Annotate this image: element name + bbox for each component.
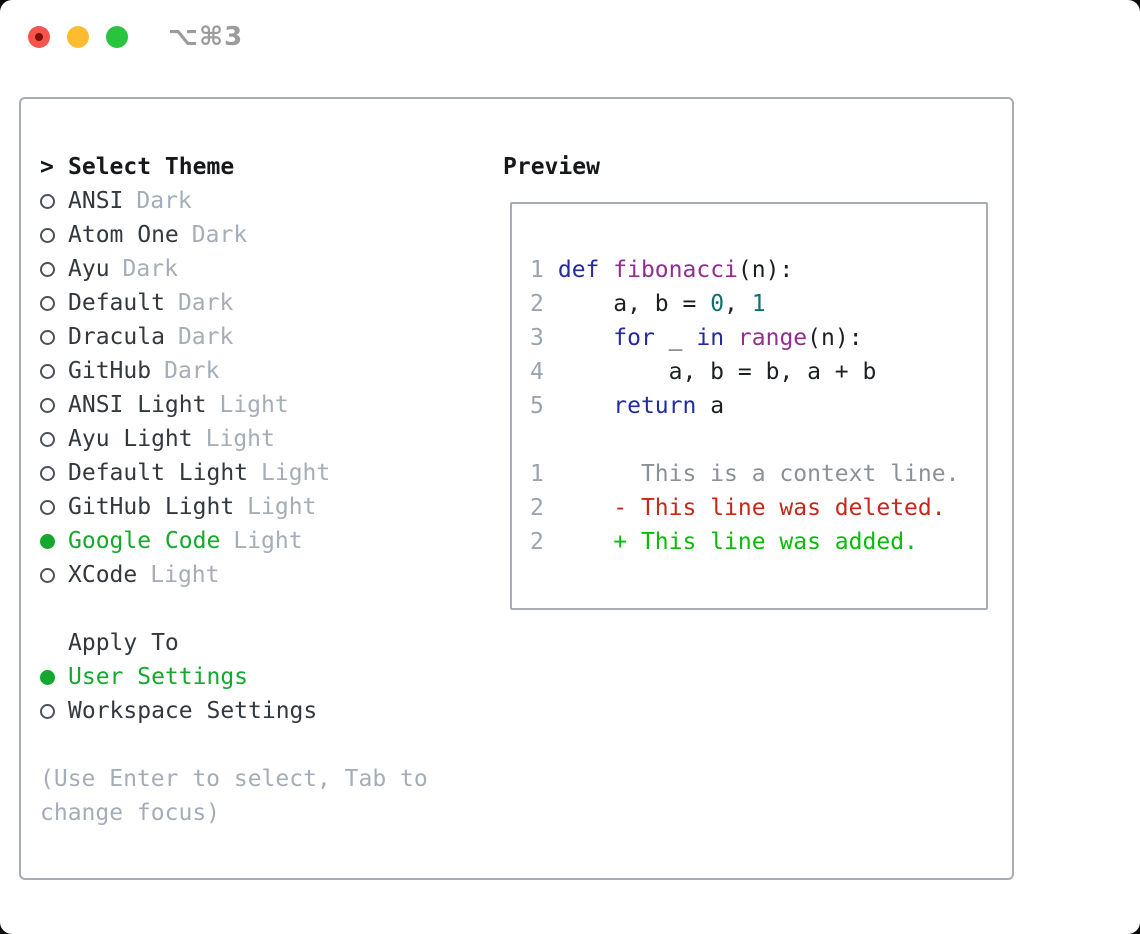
radio-circle-icon: [40, 329, 55, 345]
theme-item-atom-one[interactable]: Atom One Dark: [40, 218, 491, 252]
theme-item-ayu[interactable]: Ayu Dark: [40, 252, 491, 286]
apply-option-label: User Settings: [68, 664, 249, 690]
theme-name: GitHub Light: [68, 494, 235, 520]
code-line: 5 return a: [530, 393, 725, 419]
minimize-button[interactable]: [67, 26, 89, 48]
theme-variant: Dark: [164, 358, 220, 384]
code-line: 4 a, b = b, a + b: [530, 359, 877, 385]
theme-variant: Light: [247, 494, 317, 520]
theme-name: Default: [68, 290, 165, 316]
radio-circle-icon: [40, 465, 55, 481]
radio-selected-icon: [40, 669, 55, 685]
focus-caret-icon: >: [40, 154, 54, 180]
theme-variant: Light: [205, 426, 275, 452]
apply-option-label: Workspace Settings: [68, 698, 318, 724]
radio-circle-icon: [40, 431, 55, 447]
theme-item-ansi[interactable]: ANSI Dark: [40, 184, 491, 218]
theme-item-google-code[interactable]: Google Code Light: [40, 524, 491, 558]
radio-circle-icon: [40, 397, 55, 413]
diff-line-deleted: 2 - This line was deleted.: [530, 491, 968, 525]
apply-option-user-settings[interactable]: User Settings: [40, 660, 491, 694]
radio-circle-icon: [40, 261, 55, 277]
line-number: 2: [530, 529, 544, 555]
blank-line: [530, 423, 968, 457]
preview-title: Preview: [503, 154, 600, 180]
zoom-button[interactable]: [106, 26, 128, 48]
theme-name: Default Light: [68, 460, 249, 486]
radio-circle-icon: [40, 703, 55, 719]
theme-item-xcode[interactable]: XCode Light: [40, 558, 491, 592]
select-theme-title: Select Theme: [68, 154, 235, 180]
code-line: 2 a, b = 0, 1: [530, 291, 766, 317]
radio-circle-icon: [40, 363, 55, 379]
apply-to-title: Apply To: [68, 630, 179, 656]
spacer: [40, 728, 491, 762]
line-number: 1: [530, 461, 544, 487]
theme-item-ansi-light[interactable]: ANSI Light Light: [40, 388, 491, 422]
window-title: ⌥⌘3: [168, 22, 244, 52]
theme-name: ANSI Light: [68, 392, 207, 418]
theme-variant: Light: [150, 562, 220, 588]
theme-name: XCode: [68, 562, 138, 588]
diff-line-context: 1 This is a context line.: [530, 457, 968, 491]
theme-name: Dracula: [68, 324, 165, 350]
theme-name: Google Code: [68, 528, 221, 554]
titlebar: ⌥⌘3: [0, 0, 1140, 74]
theme-item-default[interactable]: Default Dark: [40, 286, 491, 320]
theme-item-default-light[interactable]: Default Light Light: [40, 456, 491, 490]
theme-name: GitHub: [68, 358, 152, 384]
line-number: 2: [530, 495, 544, 521]
theme-name: Ayu: [68, 256, 110, 282]
code-line: 3 for _ in range(n):: [530, 325, 863, 351]
spacer: [40, 592, 491, 626]
theme-item-github-light[interactable]: GitHub Light Light: [40, 490, 491, 524]
radio-circle-icon: [40, 227, 55, 243]
theme-variant: Dark: [122, 256, 178, 282]
radio-circle-icon: [40, 193, 55, 209]
radio-circle-icon: [40, 499, 55, 515]
theme-variant: Dark: [177, 290, 234, 316]
diff-line-added: 2 + This line was added.: [530, 525, 968, 559]
theme-variant: Light: [219, 392, 289, 418]
theme-variant: Light: [261, 460, 331, 486]
close-dot-icon: [35, 33, 43, 41]
theme-name: Ayu Light: [68, 426, 193, 452]
radio-circle-icon: [40, 295, 55, 311]
theme-variant: Dark: [136, 188, 192, 214]
close-button[interactable]: [28, 26, 50, 48]
apply-to-header: Apply To: [40, 626, 491, 660]
theme-variant: Light: [233, 528, 303, 554]
diff-text: This is a context line.: [557, 461, 960, 487]
apply-option-workspace-settings[interactable]: Workspace Settings: [40, 694, 491, 728]
line-number: 5: [530, 393, 544, 419]
diff-text: - This line was deleted.: [557, 495, 946, 521]
line-number: 1: [530, 257, 544, 283]
theme-item-github[interactable]: GitHub Dark: [40, 354, 491, 388]
diff-text: + This line was added.: [557, 529, 918, 555]
hint-text: (Use Enter to select, Tab to change focu…: [40, 766, 428, 826]
theme-name: Atom One: [68, 222, 179, 248]
theme-variant: Dark: [191, 222, 248, 248]
theme-item-dracula[interactable]: Dracula Dark: [40, 320, 491, 354]
theme-variant: Dark: [177, 324, 234, 350]
theme-name: ANSI: [68, 188, 124, 214]
radio-selected-icon: [40, 533, 55, 549]
radio-circle-icon: [40, 567, 55, 583]
line-number: 4: [530, 359, 544, 385]
line-number: 2: [530, 291, 544, 317]
theme-item-ayu-light[interactable]: Ayu Light Light: [40, 422, 491, 456]
line-number: 3: [530, 325, 544, 351]
select-theme-header: > Select Theme: [40, 150, 491, 184]
